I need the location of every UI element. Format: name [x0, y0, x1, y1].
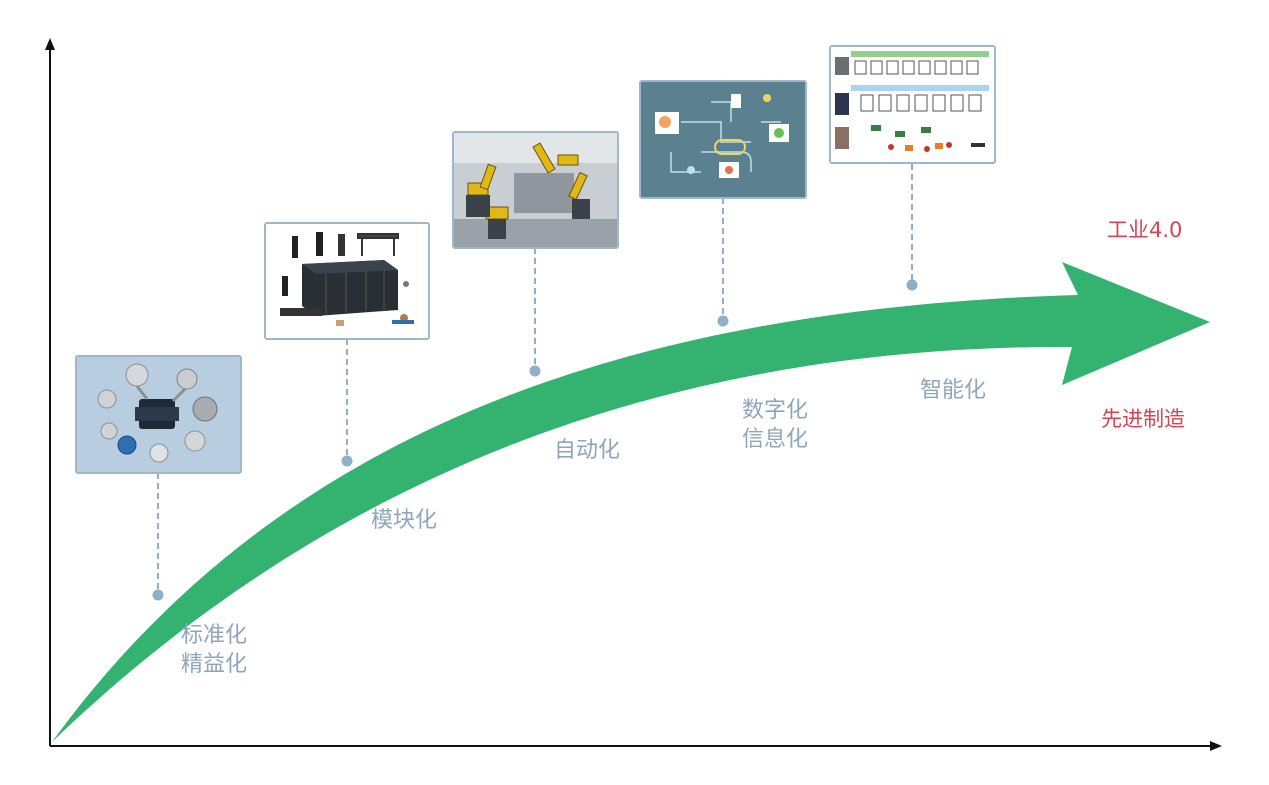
standardization-image [75, 355, 242, 474]
label-modularization: 模块化 [371, 506, 437, 535]
automation-image [452, 131, 619, 249]
label-standardization-line2: 精益化 [181, 652, 248, 677]
intelligence-image [829, 45, 996, 164]
modularization-image [264, 222, 430, 340]
label-digitalization: 数字化 信息化 [742, 396, 808, 454]
dot-modularization [341, 455, 353, 467]
label-digitalization-line2: 信息化 [742, 427, 809, 452]
digitalization-image [639, 80, 807, 199]
label-standardization: 标准化 精益化 [181, 621, 247, 679]
label-standardization-line1: 标准化 [181, 623, 248, 648]
y-axis-arrowhead [45, 38, 55, 50]
label-intelligence: 智能化 [920, 376, 986, 405]
label-automation-line1: 自动化 [554, 438, 621, 463]
label-digitalization-line1: 数字化 [742, 398, 809, 423]
dot-intelligence [906, 279, 918, 291]
dot-standardization [152, 589, 164, 601]
label-automation: 自动化 [554, 436, 620, 465]
label-modularization-line1: 模块化 [371, 508, 438, 533]
growth-arrow [52, 262, 1210, 742]
dot-digitalization [717, 315, 729, 327]
dot-automation [529, 365, 541, 377]
label-intelligence-line1: 智能化 [920, 378, 987, 403]
label-industry-4: 工业4.0 [1107, 218, 1183, 242]
x-axis-arrowhead [1210, 741, 1222, 751]
label-advanced-manufacturing: 先进制造 [1101, 407, 1185, 431]
